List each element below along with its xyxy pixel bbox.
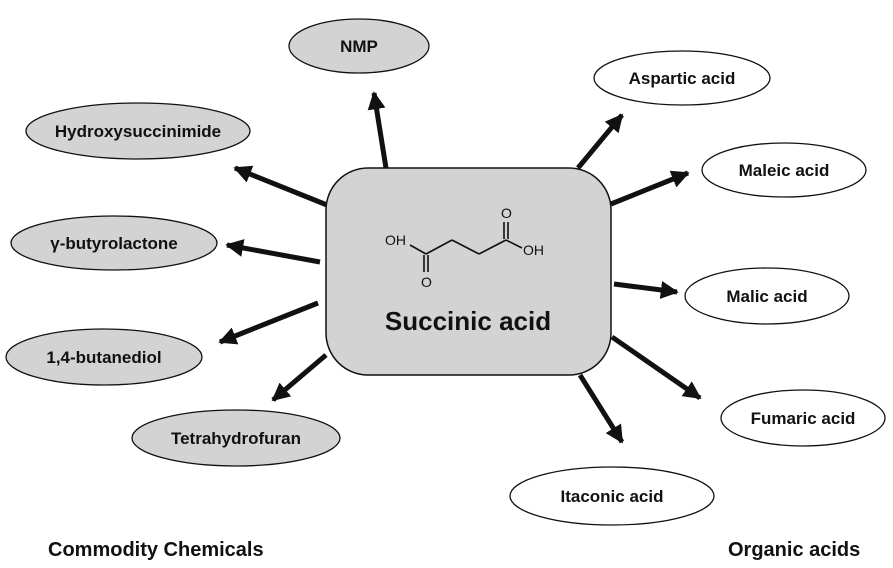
arrow-to-butyrolactone	[225, 239, 321, 265]
commodity-chemicals-label: Commodity Chemicals	[48, 539, 264, 561]
node-hydroxysuccinimide: Hydroxysuccinimide	[25, 102, 251, 160]
node-butanediol-label: 1,4-butanediol	[46, 348, 161, 367]
node-malic-acid-label: Malic acid	[726, 287, 807, 306]
center-box	[325, 167, 612, 376]
arrow-to-tetrahydrofuran	[271, 353, 328, 402]
node-fumaric-acid: Fumaric acid	[720, 389, 886, 447]
succinic-structure	[409, 222, 523, 272]
structure-o-top: O	[501, 205, 512, 221]
structure-o-bottom: O	[421, 274, 432, 290]
structure-oh-left: OH	[385, 232, 406, 248]
arrow-to-malic	[613, 281, 679, 299]
node-maleic-acid: Maleic acid	[701, 142, 867, 198]
node-butanediol: 1,4-butanediol	[5, 328, 203, 386]
node-aspartic-acid: Aspartic acid	[593, 50, 771, 106]
node-butyrolactone: γ-butyrolactone	[10, 215, 218, 271]
node-nmp: NMP	[288, 18, 430, 74]
node-butyrolactone-label: γ-butyrolactone	[50, 234, 178, 253]
arrows	[218, 91, 702, 444]
node-aspartic-acid-label: Aspartic acid	[629, 69, 736, 88]
organic-acids-label: Organic acids	[728, 539, 861, 561]
arrow-to-aspartic	[576, 113, 624, 170]
node-malic-acid: Malic acid	[684, 267, 850, 325]
arrow-to-hydroxysuccinimide	[233, 165, 328, 208]
node-itaconic-acid: Itaconic acid	[509, 466, 715, 526]
arrow-to-butanediol	[218, 300, 319, 345]
center-node: OH O O OH Succinic acid	[325, 167, 612, 376]
node-tetrahydrofuran: Tetrahydrofuran	[131, 409, 341, 467]
node-tetrahydrofuran-label: Tetrahydrofuran	[171, 429, 301, 448]
node-fumaric-acid-label: Fumaric acid	[751, 409, 856, 428]
node-itaconic-acid-label: Itaconic acid	[561, 487, 664, 506]
node-maleic-acid-label: Maleic acid	[739, 161, 830, 180]
arrow-to-nmp	[367, 91, 389, 169]
arrow-to-fumaric	[610, 334, 702, 401]
structure-oh-right: OH	[523, 242, 544, 258]
commodity-chemicals-nodes: NMP Hydroxysuccinimide γ-butyrolactone 1…	[5, 18, 430, 467]
center-label: Succinic acid	[385, 306, 551, 336]
arrow-to-itaconic	[577, 373, 625, 444]
arrow-to-maleic	[610, 170, 690, 207]
node-nmp-label: NMP	[340, 37, 378, 56]
node-hydroxysuccinimide-label: Hydroxysuccinimide	[55, 122, 221, 141]
organic-acids-nodes: Aspartic acid Maleic acid Malic acid Fum…	[509, 50, 886, 526]
